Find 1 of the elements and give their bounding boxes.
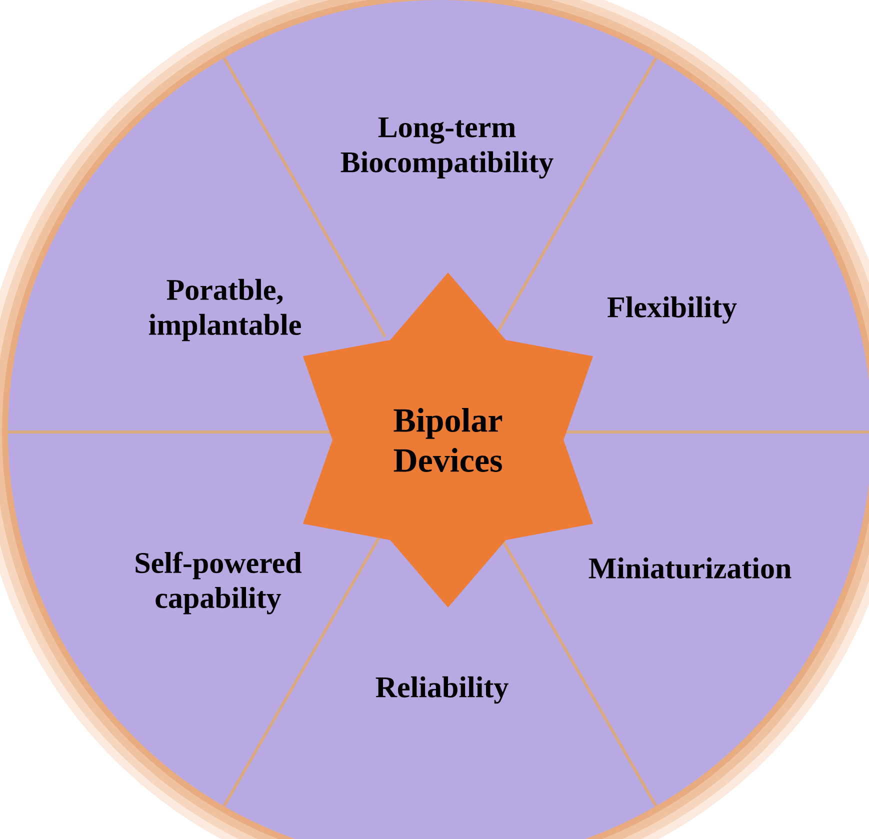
- node-label: Self-powered capability: [136, 552, 302, 614]
